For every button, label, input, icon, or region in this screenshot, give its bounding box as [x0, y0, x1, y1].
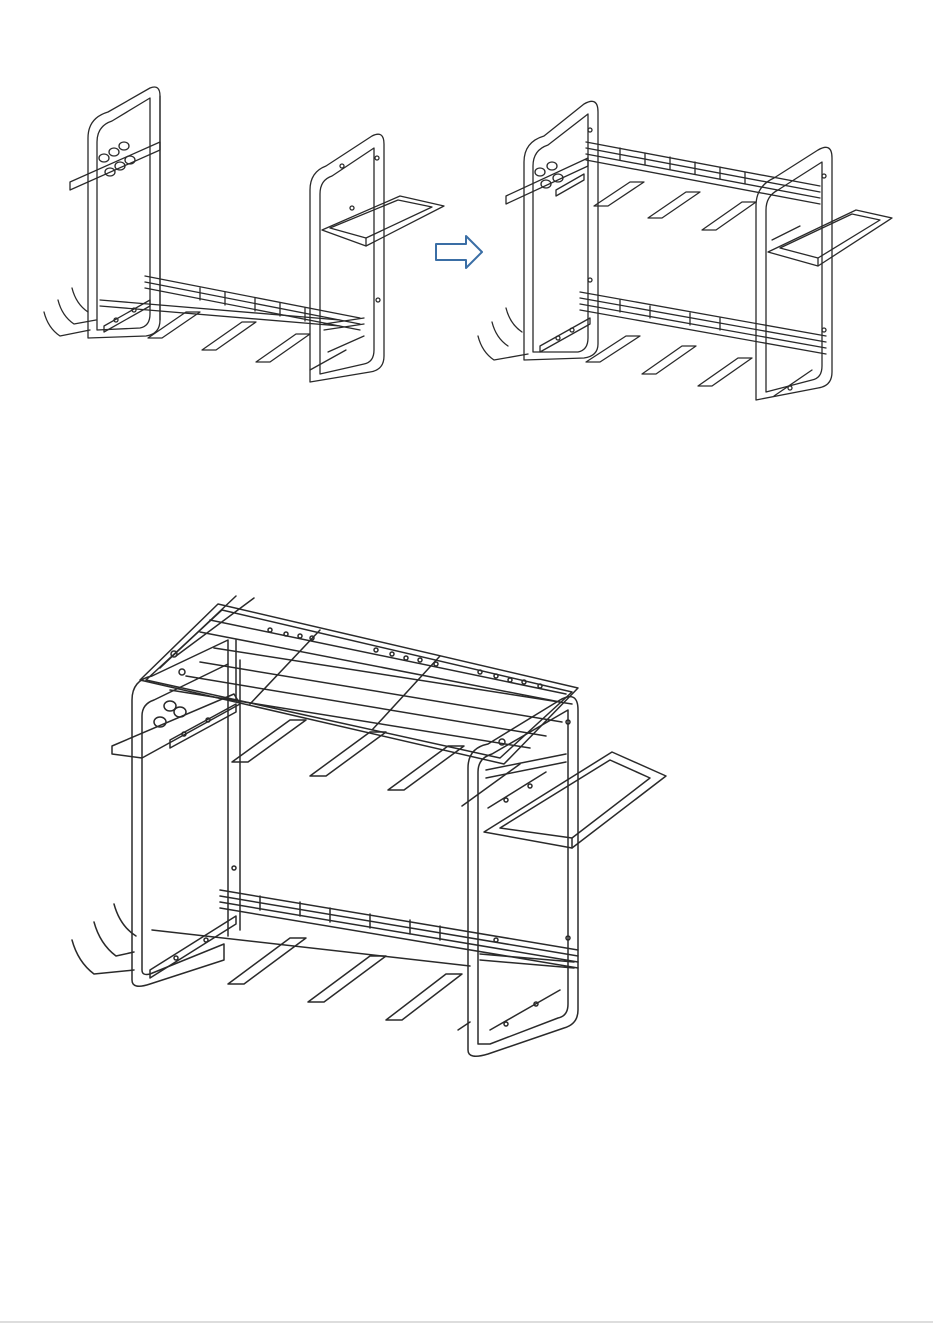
right-frame	[310, 134, 384, 382]
final-lower-rails	[150, 890, 578, 978]
bottom-rails	[100, 276, 360, 362]
step2-left-frame	[524, 101, 598, 360]
step2-left-shelf	[506, 158, 588, 204]
step-3-final-assembly	[72, 596, 666, 1056]
step2-hooks	[478, 308, 528, 360]
final-left-shelf	[112, 694, 240, 758]
step2-right-frame	[756, 147, 832, 400]
final-hooks	[72, 904, 136, 974]
final-right-frame	[468, 697, 578, 1057]
right-side-shelf	[322, 196, 444, 246]
right-arrow-icon	[436, 236, 482, 268]
step2-right-shelf	[768, 210, 892, 266]
left-shelf-with-holes	[70, 142, 160, 190]
step-1-parts	[44, 87, 444, 382]
final-right-shelf	[484, 752, 666, 848]
step-2-partial-assembly	[478, 101, 892, 400]
step2-lower-rails	[540, 292, 826, 386]
top-grid-deck	[140, 596, 578, 764]
final-upper-slots	[232, 720, 520, 806]
